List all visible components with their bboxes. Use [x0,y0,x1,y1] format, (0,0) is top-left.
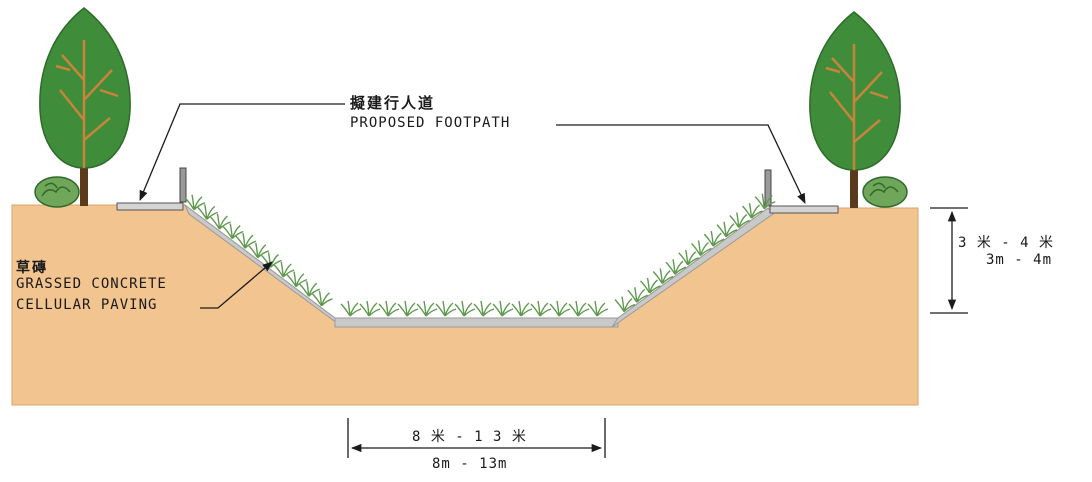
grass-tuft [261,252,282,268]
grass-tuft [587,300,609,317]
paving-label-en-line2: CELLULAR PAVING [16,297,158,313]
grass-tuft [716,221,738,238]
grass-tuft [184,194,206,211]
bollard-left [179,167,187,203]
grass-tuft [378,300,400,317]
grass-tuft [614,296,636,313]
grass-tuft [665,259,687,275]
grass-tuft [210,213,231,230]
grass-tuft [299,281,320,297]
depth-label-en: 3m - 4m [986,252,1053,268]
paving-label-cn: 草磚 [16,260,48,276]
grass-tuft [286,271,308,288]
footpath-label-en: PROPOSED FOOTPATH [350,115,511,131]
grass-tuft [568,300,590,317]
paving-leader [200,261,273,309]
footpath-leader-right [556,124,806,204]
grass-tuft [729,212,750,228]
paving-channel-bed [334,317,619,328]
grass-tuft [359,300,381,317]
width-label-en: 8m - 13m [432,456,508,472]
shrub-left [34,176,80,208]
grass-tuft [435,300,457,317]
footpath-slab-right [769,205,839,214]
grass-tuft [754,193,776,210]
paving-right-slope [611,207,774,328]
grass-tuft [511,300,533,317]
grass-tuft [454,300,476,317]
grass-tuft [312,290,333,307]
footpath-label-cn: 擬建行人道 [350,94,436,112]
grass-tuft [340,300,362,317]
grass-tuft [549,300,571,317]
depth-dimension-line [930,207,968,314]
grass-tuft [691,240,712,256]
grass-tuft [678,249,699,266]
width-dimension-line [347,418,606,458]
paving-label-en-line1: GRASSED CONCRETE [16,276,167,292]
footpath-leader-left [139,103,345,201]
grass-tuft [273,261,295,278]
width-label-cn: 8 米 - 1 3 米 [412,429,527,445]
shrub-right [862,176,908,208]
footpath-slab-left [116,202,184,211]
grass-tuft [640,277,661,294]
grass-tuft [492,300,514,317]
grass-tuft [222,223,244,240]
grass-tuft [248,242,269,259]
grass-tuft [397,300,419,317]
grass-tuft [235,233,257,249]
grass-tuft [197,204,218,220]
grass-tuft [530,300,552,317]
grass-tufts [184,193,776,317]
tree-left [39,7,131,206]
grass-tuft [652,268,674,285]
grass-tuft [627,287,648,303]
grass-tuft [416,300,438,317]
tree-right [809,11,901,208]
grass-tuft [473,300,495,317]
depth-label-cn: 3 米 - 4 米 [958,235,1055,251]
grass-tuft [703,231,725,247]
grass-tuft [742,202,763,219]
